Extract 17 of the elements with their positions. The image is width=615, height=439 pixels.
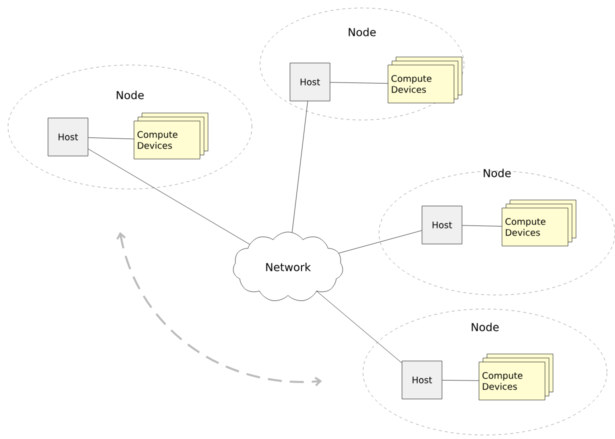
- device-stack: Compute Devices: [478, 354, 554, 400]
- connector-line: [316, 291, 402, 364]
- connector-line: [462, 225, 502, 226]
- connector-line: [338, 230, 422, 254]
- connector-line: [442, 380, 479, 381]
- device-stack: Compute Devices: [134, 112, 208, 160]
- host-box: Host: [422, 206, 462, 244]
- connector-line: [88, 148, 250, 244]
- connector-line: [330, 82, 388, 84]
- connector-line: [88, 137, 134, 140]
- host-box: Host: [290, 62, 330, 102]
- device-stack: Compute Devices: [388, 56, 462, 104]
- host-box: Host: [402, 360, 442, 400]
- network-cloud: Network: [233, 232, 343, 301]
- host-box: Host: [48, 118, 88, 156]
- device-stack: Compute Devices: [502, 200, 576, 246]
- connector-line: [292, 101, 308, 232]
